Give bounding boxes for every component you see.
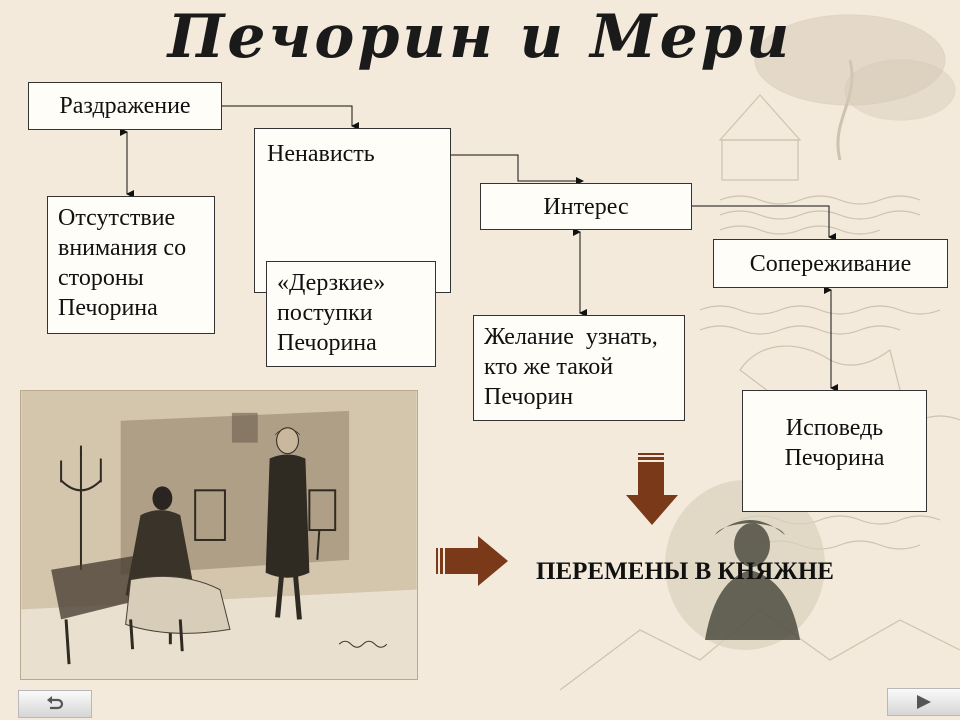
node-bold-deeds-line: Печорина [277,330,377,356]
node-irritation-label: Раздражение [59,93,191,119]
node-inattention: Отсутствие внимания со стороны Печорина [47,196,215,334]
node-interest-label: Интерес [543,193,629,220]
return-arrow-icon [47,696,64,710]
node-desire-line: Желание узнать, [484,324,658,350]
node-desire-line: кто же такой [484,354,614,380]
down-arrow-icon [626,453,678,525]
node-inattention-line: Печорина [58,295,158,321]
node-inattention-line: Отсутствие [58,205,176,231]
play-triangle-icon [917,695,931,709]
pechorin-mary-illustration [20,390,418,680]
node-confession-line: Исповедь [785,415,884,441]
result-changes-text: ПЕРЕМЕНЫ В КНЯЖНЕ [536,558,834,585]
next-button[interactable] [887,688,960,716]
node-desire-line: Печорин [484,384,574,410]
node-interest: Интерес [480,183,692,230]
node-confession-line: Печорина [784,445,885,471]
node-desire: Желание узнать, кто же такой Печорин [473,315,685,421]
node-inattention-line: стороны [58,265,144,291]
node-bold-deeds-line: «Дерзкие» [277,270,386,296]
node-irritation: Раздражение [28,82,222,130]
back-button[interactable] [18,690,92,718]
slide-title: Печорин и Мери [167,2,793,72]
node-confession: Исповедь Печорина [742,390,927,512]
node-empathy: Сопереживание [713,239,948,288]
right-arrow-icon [436,536,508,586]
node-empathy-label: Сопереживание [749,250,912,277]
node-bold-deeds-line: поступки [277,300,373,326]
node-inattention-line: внимания со [58,235,187,261]
node-bold-deeds: «Дерзкие» поступки Печорина [266,261,436,367]
node-hatred-label: Ненависть [267,141,375,167]
